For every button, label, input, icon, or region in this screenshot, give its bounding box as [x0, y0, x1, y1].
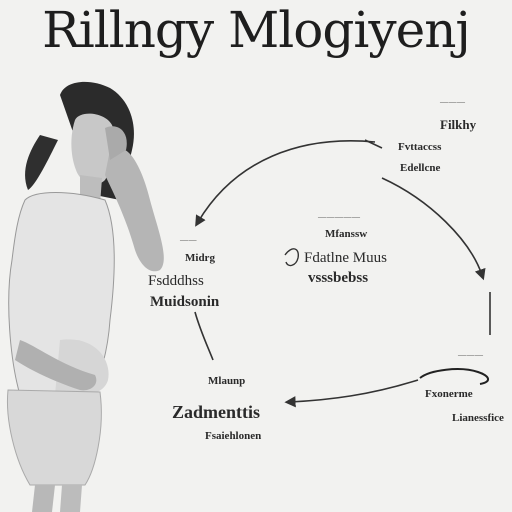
arrow-top-head	[364, 139, 383, 149]
node-top-right-line3: Edellcne	[400, 162, 441, 174]
scribble-icon	[284, 248, 300, 267]
node-bottom-right-caption: ———	[458, 350, 484, 359]
node-top-right-caption: ———	[440, 97, 466, 106]
page-title: Rillngy Mlogiyenj	[42, 1, 471, 59]
node-bottom-line2: Zadmenttis	[172, 402, 261, 422]
node-left-caption: ——	[180, 235, 197, 244]
arrow-top-to-left	[195, 140, 376, 227]
node-left-line2: Fsdddhss	[148, 273, 204, 289]
arrow-left-to-bottom	[194, 311, 214, 361]
node-bottom-line3: Fsaiehlonen	[205, 430, 262, 442]
node-bottom-right-line1: Fxonerme	[425, 388, 473, 400]
node-center-line3: vsssbebss	[308, 270, 369, 286]
node-bottom-right-line2: Lianessfice	[452, 412, 504, 424]
arrow-right-to-bottom	[284, 379, 419, 408]
pregnant-woman-figure	[6, 81, 164, 512]
squiggle-icon	[419, 368, 489, 385]
node-center-line1: Mfanssw	[325, 228, 368, 240]
node-left-line3: Muidsonin	[150, 294, 220, 310]
node-left-line1: Midrg	[185, 252, 215, 264]
node-top-right-line1: Filkhy	[440, 117, 477, 132]
cycle-arrows	[194, 139, 491, 408]
node-bottom-line1: Mlaunp	[208, 375, 246, 387]
arrow-top-to-right	[381, 177, 486, 281]
node-center-caption: —————	[318, 212, 361, 221]
node-center-line2: Fdatlne Muus	[304, 250, 387, 266]
node-top-right-line2: Fvttaccss	[398, 141, 442, 153]
